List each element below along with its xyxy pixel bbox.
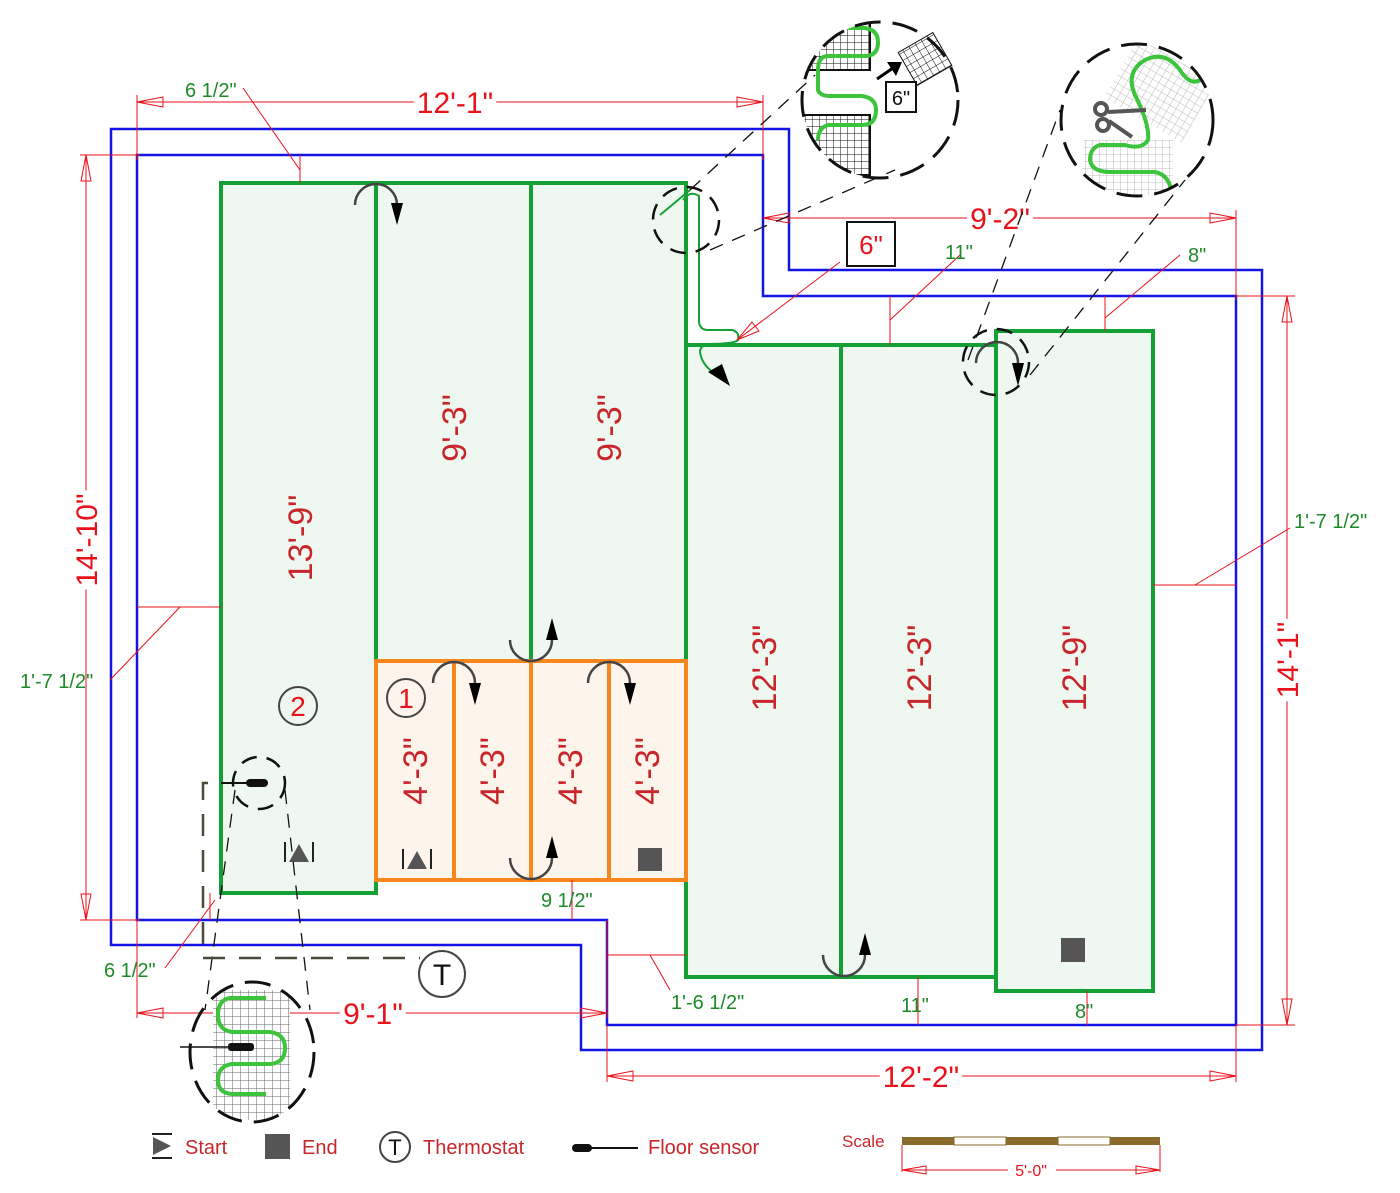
dim-bottom-left-width: 9'-1" <box>343 998 403 1031</box>
turn-arrows <box>353 182 1024 978</box>
detail-floor-sensor <box>180 980 316 1124</box>
offset-label: 1'-7 1/2" <box>20 671 93 693</box>
floor-sensor <box>221 779 268 787</box>
detail-cut-and-shift: 6" <box>800 20 960 180</box>
offset-label: 8" <box>1075 1001 1093 1023</box>
mat-length-label: 12'-9" <box>1056 625 1094 712</box>
mat-area2-3[interactable] <box>529 181 688 663</box>
legend-start-label: Start <box>185 1137 228 1159</box>
svg-text:6": 6" <box>892 88 910 110</box>
start-marker-area1 <box>402 849 432 869</box>
offset-label: 9 1/2" <box>541 890 593 912</box>
offset-label: 6 1/2" <box>104 960 156 982</box>
dimension-text-backdrop <box>340 1000 406 1029</box>
start-marker-area2 <box>284 842 314 862</box>
mat-area1-4[interactable] <box>607 659 688 882</box>
mat-length-label: 9'-3" <box>591 394 629 462</box>
scale-length: 5'-0" <box>1015 1163 1047 1180</box>
turn-arrow-icon <box>508 618 558 663</box>
dim-top-width: 12'-1" <box>417 87 493 120</box>
cut-callout: 6" <box>846 221 896 267</box>
detail-marker-cut-and-shift <box>651 185 721 255</box>
dimension-text-backdrop <box>1274 618 1303 702</box>
dim-bottom-right-width: 12'-2" <box>883 1061 959 1094</box>
svg-text:1: 1 <box>398 683 414 714</box>
offset-label: 1'-7 1/2" <box>1294 511 1367 533</box>
dimension-text-backdrop <box>73 490 102 590</box>
offset-label: 11" <box>945 242 973 264</box>
legend-thermostat-label: Thermostat <box>423 1137 525 1159</box>
mat-length-label: 13'-9" <box>282 495 320 582</box>
cable-direction-arrow-icon <box>708 364 730 386</box>
shift-arrow-icon <box>887 62 902 76</box>
svg-text:T: T <box>433 959 451 992</box>
area-2-mats <box>219 181 1155 993</box>
mat-area1-2[interactable] <box>452 659 533 882</box>
legend-floor-sensor-label: Floor sensor <box>648 1137 759 1159</box>
offset-label: 11" <box>901 995 929 1017</box>
mat-area2-6[interactable] <box>994 329 1155 993</box>
legend: Start End T Thermostat Floor sensor <box>152 1131 759 1163</box>
thermostat-icon: T <box>418 950 466 998</box>
mat-length-label: 4'-3" <box>552 737 590 805</box>
svg-text:T: T <box>388 1135 401 1160</box>
scale-bar: Scale 5'-0" <box>842 1132 1161 1180</box>
legend-start-icon <box>152 1133 172 1159</box>
detail-marker-cut-cable <box>961 327 1031 397</box>
legend-end-label: End <box>302 1137 338 1159</box>
area-badge-2: 2 <box>278 686 318 726</box>
mat-length-label: 12'-3" <box>746 625 784 712</box>
offset-label: 1'-6 1/2" <box>671 992 744 1014</box>
end-marker-area2 <box>1061 938 1085 962</box>
dim-right-upper-width: 9'-2" <box>970 203 1030 236</box>
thermostat-wire <box>201 781 420 960</box>
detail-leaders <box>204 74 1186 1011</box>
mat-length-labels: 13'-9" 9'-3" 9'-3" 12'-3" 12'-3" 12'-9" … <box>282 394 1094 805</box>
svg-text:2: 2 <box>290 691 306 722</box>
mat-length-label: 4'-3" <box>397 737 435 805</box>
legend-end-icon <box>265 1134 290 1159</box>
turn-arrow-icon <box>431 660 481 705</box>
mat-area2-1[interactable] <box>219 181 378 895</box>
mat-length-label: 4'-3" <box>629 737 667 805</box>
area-badge-1: 1 <box>386 678 426 718</box>
end-marker-area1 <box>638 848 662 871</box>
legend-thermostat-icon: T <box>379 1131 411 1163</box>
turn-arrow-icon <box>821 933 871 978</box>
turn-arrow-icon <box>508 836 558 881</box>
offset-label: 8" <box>1188 245 1206 267</box>
dim-left-height: 14'-10" <box>71 493 104 586</box>
dimension-text-backdrop <box>967 205 1033 234</box>
turn-arrow-icon <box>353 182 403 225</box>
dimension-text-backdrop <box>413 89 497 118</box>
turn-arrow-icon <box>586 660 636 705</box>
scissors-icon <box>1093 101 1147 139</box>
offset-label: 6 1/2" <box>185 80 237 102</box>
legend-floor-sensor-icon <box>572 1144 638 1152</box>
mat-length-label: 4'-3" <box>474 737 512 805</box>
floor-sensor-icon <box>228 1043 254 1051</box>
area-1-mats <box>374 659 688 882</box>
mat-length-label: 12'-3" <box>901 625 939 712</box>
mat-length-label: 9'-3" <box>436 394 474 462</box>
scale-label: Scale <box>842 1132 885 1151</box>
mat-area2-2[interactable] <box>374 181 533 663</box>
outer-wall <box>109 127 1264 1052</box>
dimension-text-backdrop <box>879 1063 963 1092</box>
detail-cut-cable <box>1059 42 1215 198</box>
svg-text:6": 6" <box>859 230 883 260</box>
dim-right-height: 14'-1" <box>1272 622 1305 698</box>
turn-arrow-icon <box>974 340 1024 386</box>
